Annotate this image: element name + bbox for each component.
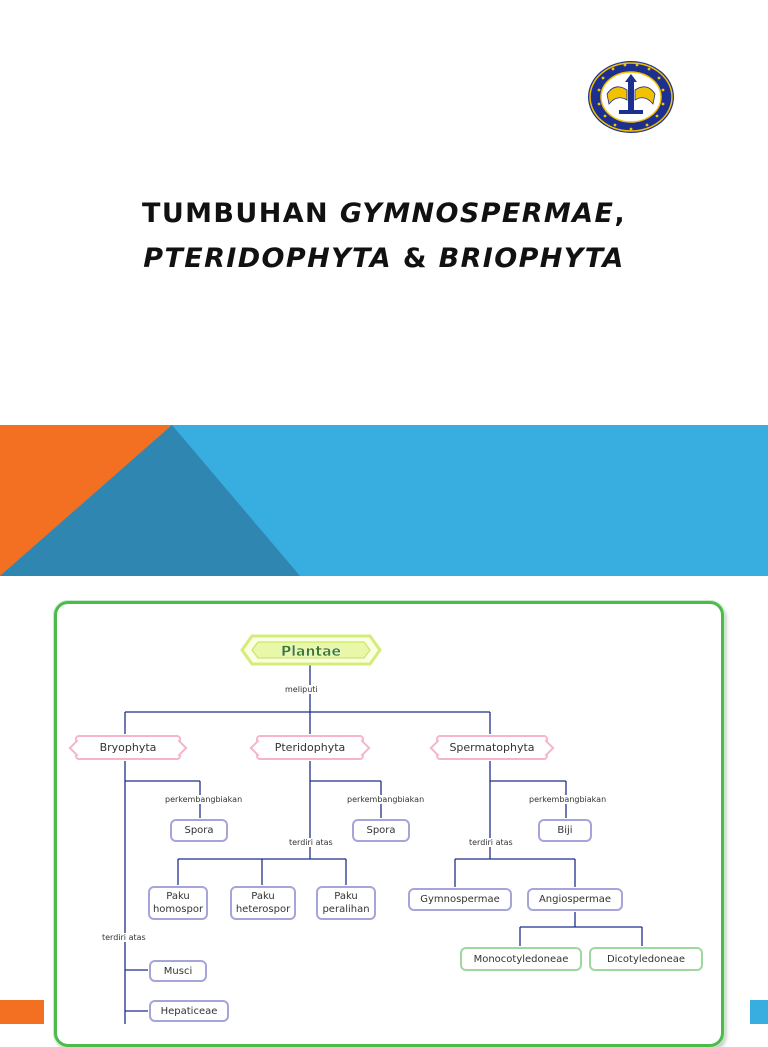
node-musci: Musci [149, 960, 207, 982]
node-dicotyledoneae: Dicotyledoneae [589, 947, 703, 971]
node-biji: Biji [538, 819, 592, 842]
node-paku-peralihan: Paku peralihan [316, 886, 376, 920]
plantae-label: Plantae [281, 644, 341, 660]
link-label-terdiri-atas-pteridophyta: terdiri atas [287, 838, 335, 847]
link-label-terdiri-atas-bryophyta: terdiri atas [100, 933, 148, 942]
node-spermatophyta: Spermatophyta [436, 735, 548, 760]
node-spora-pteridophyta: Spora [352, 819, 410, 842]
decorative-band [0, 425, 768, 576]
link-label-meliputi: meliputi [283, 685, 320, 694]
link-label-perkembangbiakan-bryophyta: perkembangbiakan [163, 795, 245, 804]
node-paku-homospor: Paku homospor [148, 886, 208, 920]
node-hepaticeae: Hepaticeae [149, 1000, 229, 1022]
node-spora-bryophyta: Spora [170, 819, 228, 842]
link-label-perkembangbiakan-pteridophyta: perkembangbiakan [345, 795, 427, 804]
node-bryophyta: Bryophyta [75, 735, 181, 760]
slide-title-line-1: TUMBUHAN GYMNOSPERMAE, [142, 198, 626, 229]
node-paku-heterospor: Paku heterospor [230, 886, 296, 920]
side-accent-left [0, 1000, 44, 1024]
node-pteridophyta: Pteridophyta [256, 735, 364, 760]
link-label-perkembangbiakan-spermatophyta: perkembangbiakan [527, 795, 609, 804]
node-gymnospermae: Gymnospermae [408, 888, 512, 911]
university-seal-icon [588, 61, 674, 133]
node-monocotyledoneae: Monocotyledoneae [460, 947, 582, 971]
plantae-badge: Plantae [240, 634, 382, 666]
slide-title-line-2: PTERIDOPHYTA & BRIOPHYTA [143, 243, 625, 274]
title-slide: TUMBUHAN GYMNOSPERMAE, PTERIDOPHYTA & BR… [0, 0, 768, 425]
side-accent-right [750, 1000, 768, 1024]
node-angiospermae: Angiospermae [527, 888, 623, 911]
link-label-terdiri-atas-spermatophyta: terdiri atas [467, 838, 515, 847]
